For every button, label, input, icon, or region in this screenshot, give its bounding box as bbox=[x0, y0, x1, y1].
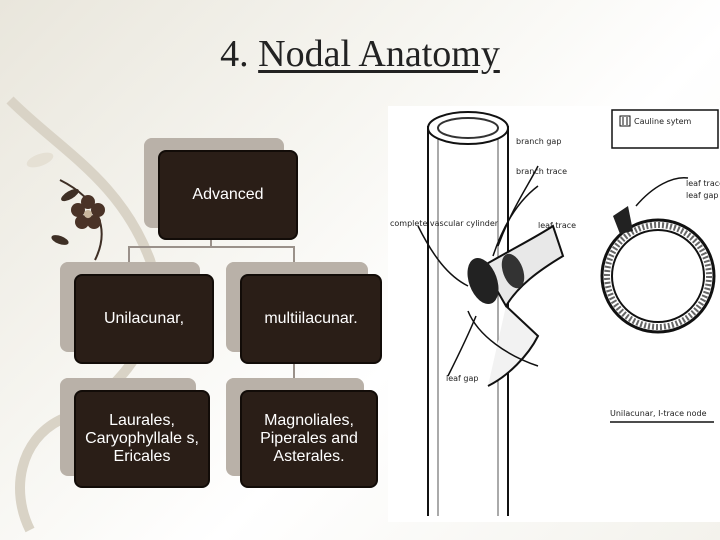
node-label: Advanced bbox=[192, 186, 264, 203]
label-leaf-gap: leaf gap bbox=[446, 374, 478, 383]
node-label: Magnoliales, Piperales and Asterales. bbox=[260, 412, 358, 465]
label-leaf-gap-2: leaf gap bbox=[686, 191, 718, 200]
label-vascular-cylinder: complete vascular cylinder bbox=[390, 219, 499, 228]
chart-node-root: Advanced bbox=[144, 138, 298, 240]
chart-node-laurales: Laurales, Caryophyllale s, Ericales bbox=[60, 378, 210, 488]
connector-line bbox=[128, 246, 294, 248]
connector-line bbox=[210, 235, 212, 247]
label-leaf-trace: leaf trace bbox=[538, 221, 576, 230]
node-label: multiilacunar. bbox=[264, 310, 358, 327]
nodal-anatomy-figure: branch gap branch trace complete vascula… bbox=[388, 106, 720, 522]
connector-line bbox=[293, 360, 295, 390]
label-cauline-system: Cauline sytem bbox=[634, 117, 692, 126]
chart-node-magnoliales: Magnoliales, Piperales and Asterales. bbox=[226, 378, 378, 488]
slide-title: 4. Nodal Anatomy bbox=[220, 33, 500, 75]
figure-caption: Unilacunar, I-trace node bbox=[610, 409, 707, 418]
stem-node-illustration: branch gap branch trace complete vascula… bbox=[390, 109, 720, 516]
chart-node-multilacunar: multiilacunar. bbox=[226, 262, 382, 364]
chart-node-unilacunar: Unilacunar, bbox=[60, 262, 214, 364]
node-label: Unilacunar, bbox=[103, 310, 185, 327]
label-branch-gap: branch gap bbox=[516, 137, 561, 146]
connector-line bbox=[128, 246, 130, 274]
flower-icon bbox=[71, 195, 105, 229]
node-label: Laurales, Caryophyllale s, Ericales bbox=[85, 412, 199, 465]
label-leaf-trace-2: leaf trace bbox=[686, 179, 720, 188]
label-branch-trace: branch trace bbox=[516, 167, 567, 176]
connector-line bbox=[293, 246, 295, 274]
